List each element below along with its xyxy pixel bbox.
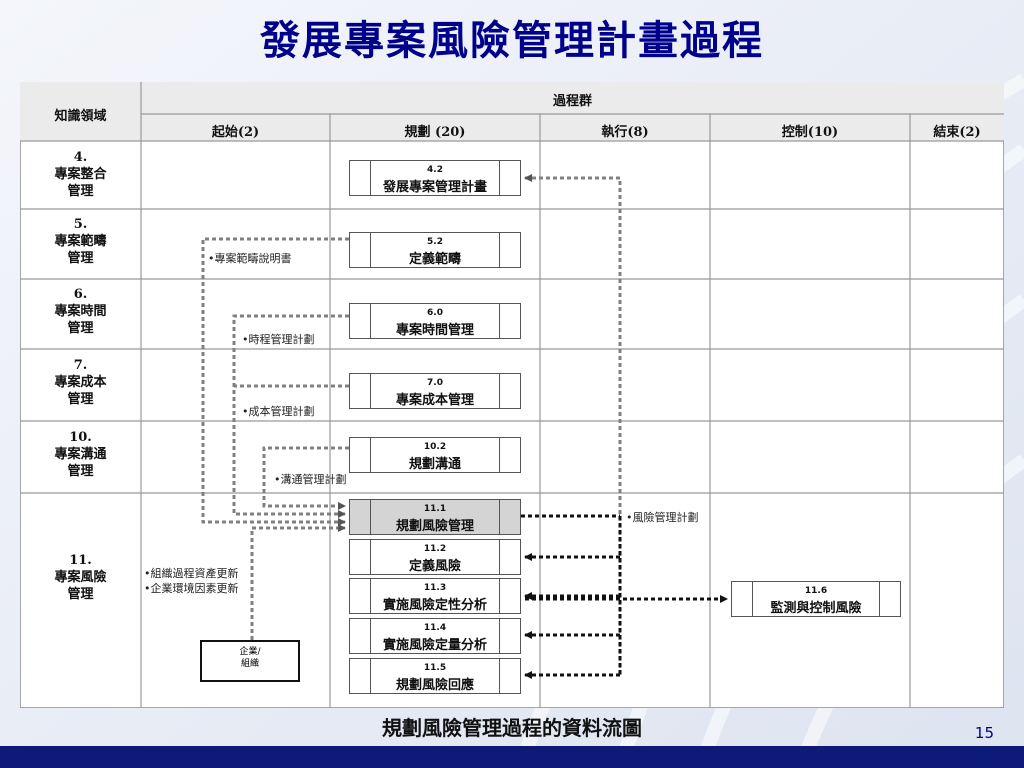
label-org-assets: •組織過程資產更新 [144,567,239,580]
process-11-6: 11.6 監測與控制風險 [731,581,901,617]
process-11-3: 11.3 實施風險定性分析 [349,578,521,614]
process-4-2: 4.2 發展專案管理計畫 [349,160,521,196]
slide-caption: 規劃風險管理過程的資料流圖 [382,716,642,740]
area-cost: 7. 專案成本 管理 [54,358,107,407]
knowledge-area-header: 知識領域 [54,109,107,124]
area-risk: 11. 專案風險 管理 [54,553,107,602]
group-controlling: 控制(10) [781,125,839,140]
area-scope: 5. 專案範疇 管理 [54,217,107,266]
slide-title: 發展專案風險管理計畫過程 [260,17,764,64]
area-time: 6. 專案時間 管理 [54,287,107,336]
label-cost-plan: •成本管理計劃 [242,405,315,418]
area-integration: 4. 專案整合 管理 [54,150,107,199]
label-env-factors: •企業環境因素更新 [144,582,239,595]
process-groups-header: 過程群 [552,94,592,109]
process-11-1: 11.1 規劃風險管理 [349,499,521,535]
process-6-0: 6.0 專案時間管理 [349,303,521,339]
process-7-0: 7.0 專案成本管理 [349,373,521,409]
label-risk-plan: •風險管理計劃 [626,511,699,524]
process-11-4: 11.4 實施風險定量分析 [349,618,521,654]
enterprise-box: 企業/ 組織 [200,640,300,682]
label-scope-statement: •專案範疇說明書 [208,252,292,265]
group-planning: 規劃 (20) [404,125,466,140]
label-schedule-plan: •時程管理計劃 [242,333,315,346]
group-executing: 執行(8) [601,125,649,140]
process-11-5: 11.5 規劃風險回應 [349,658,521,694]
process-10-2: 10.2 規劃溝通 [349,437,521,473]
footer-bar [0,746,1024,768]
process-diagram: 知識領域 過程群 起始(2) 規劃 (20) 執行(8) 控制(10) 結束(2… [20,82,1004,708]
page-number: 15 [974,724,994,742]
process-11-2: 11.2 定義風險 [349,539,521,575]
group-closing: 結束(2) [933,125,981,140]
process-5-2: 5.2 定義範疇 [349,232,521,268]
label-comm-plan: •溝通管理計劃 [274,473,347,486]
area-communications: 10. 專案溝通 管理 [54,430,107,479]
group-initiating: 起始(2) [211,125,260,140]
